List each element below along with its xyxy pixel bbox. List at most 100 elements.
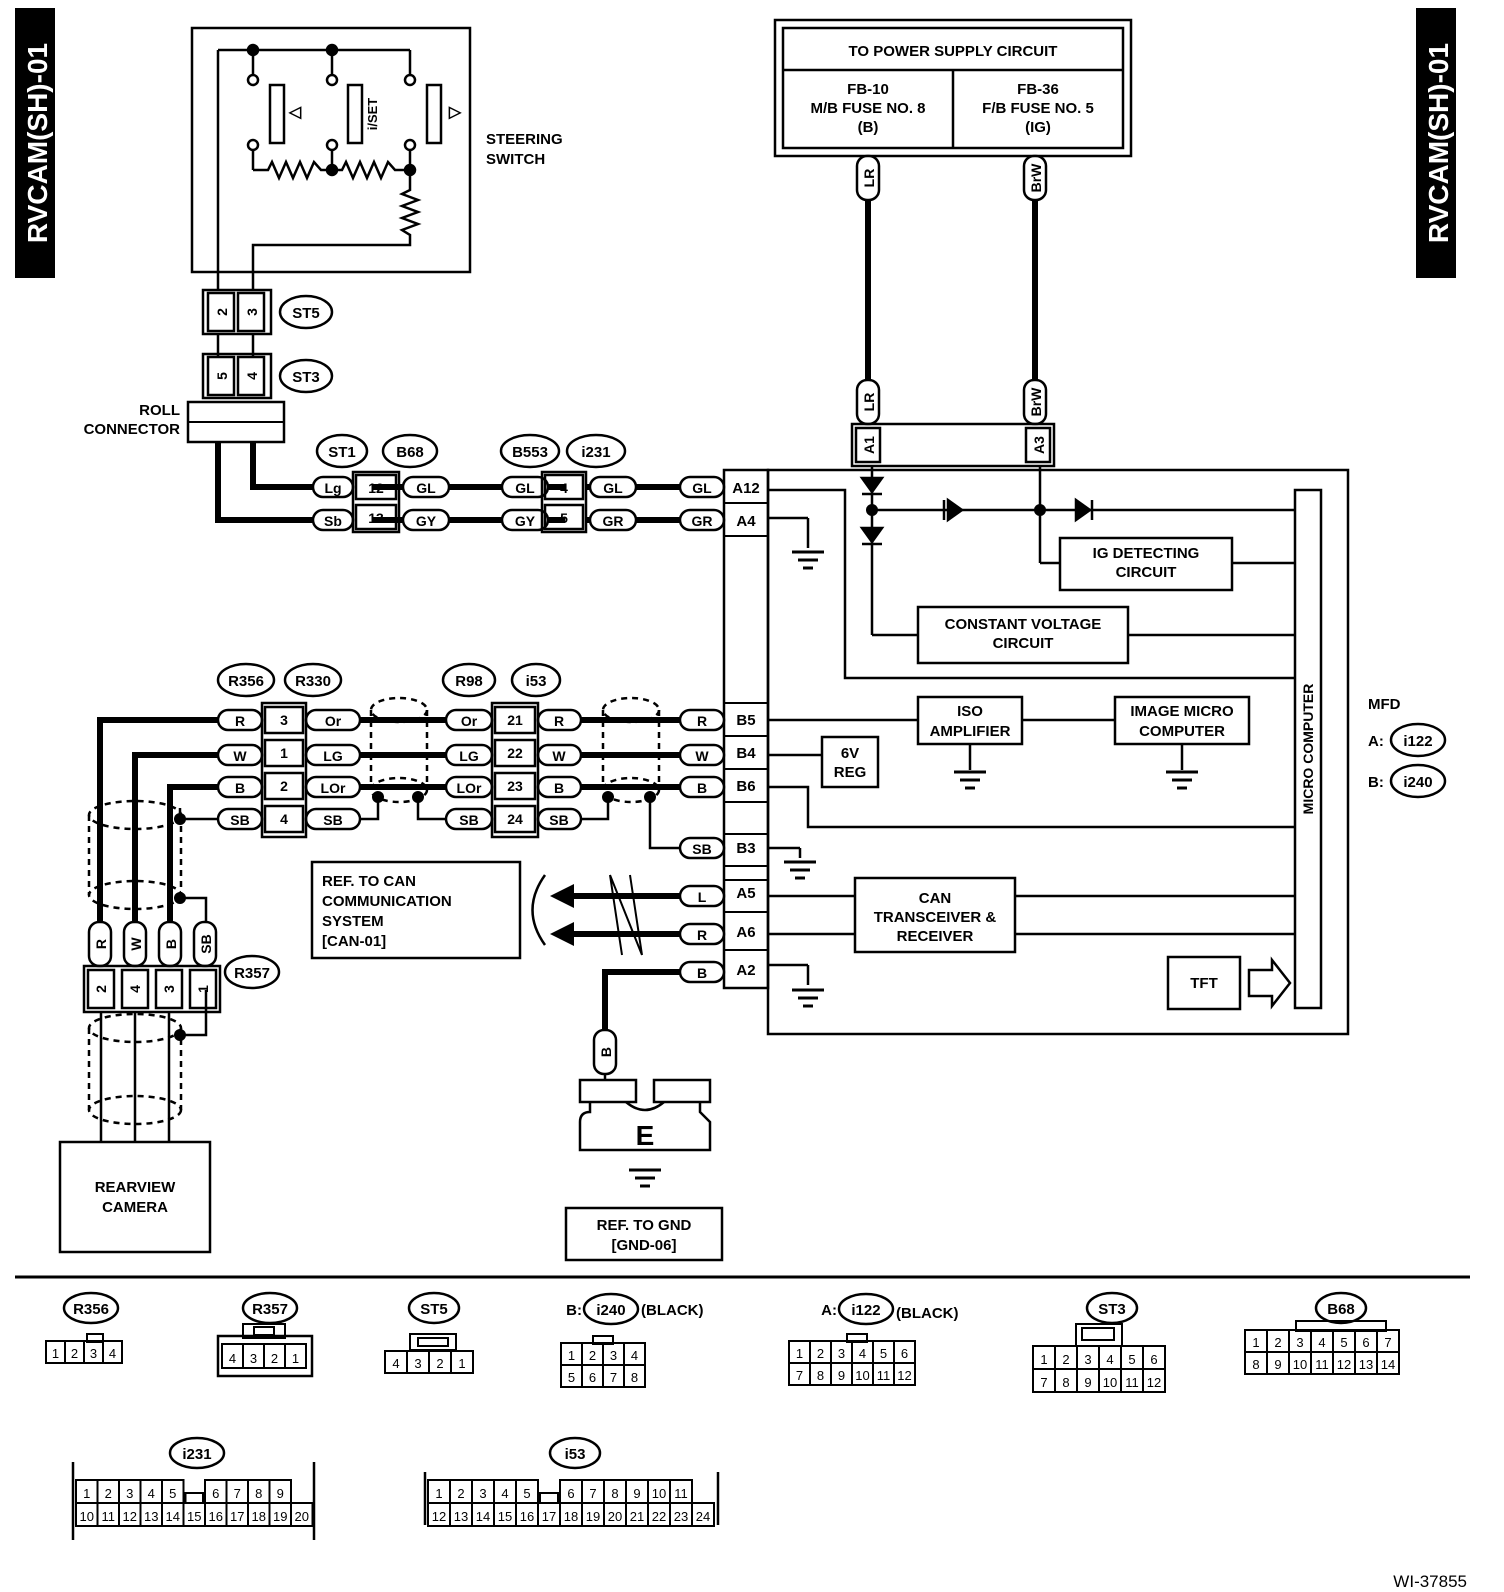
term-a6: A6 (736, 924, 755, 941)
i53-pin: 21 (630, 1509, 644, 1524)
i122-pin: 11 (877, 1368, 891, 1383)
r357-tag-text: R357 (234, 965, 270, 982)
i122-pin: 4 (859, 1346, 866, 1361)
b68-cell (1376, 1351, 1400, 1375)
i53-pin: 4 (501, 1486, 508, 1501)
i231-cell (290, 1502, 314, 1527)
st3-pin: 11 (1125, 1375, 1139, 1390)
r356-cell (102, 1340, 123, 1364)
image-micro-1: IMAGE MICRO (1130, 703, 1234, 720)
r330-connector (260, 701, 308, 839)
svg-text:COMMUNICATION: COMMUNICATION (322, 893, 452, 910)
svg-text:4: 4 (127, 985, 143, 993)
term-a2: A2 (736, 962, 755, 979)
st3-pin-5: 5 (214, 372, 230, 380)
power-supply-box (773, 18, 1133, 158)
roll-connector-label-2: CONNECTOR (84, 421, 181, 438)
mfd-unit (722, 468, 1350, 1036)
steering-switch (190, 26, 472, 290)
st5-key-inner (417, 1337, 449, 1347)
i53-pin: 22 (652, 1509, 666, 1524)
st3-connector (201, 352, 273, 400)
i53-pin: 19 (586, 1509, 600, 1524)
svg-text:i122: i122 (851, 1302, 880, 1319)
i231-pin: 20 (295, 1509, 309, 1524)
i53-pin: 5 (523, 1486, 530, 1501)
i53-pin: 23 (674, 1509, 688, 1524)
tft: TFT (1190, 975, 1218, 992)
power-box-title: TO POWER SUPPLY CIRCUIT (849, 43, 1058, 60)
st5-pin: 2 (436, 1356, 443, 1371)
wire-lr: LR (861, 169, 877, 188)
st3-key-inner (1081, 1327, 1115, 1341)
svg-text:ST3: ST3 (1098, 1301, 1126, 1318)
svg-text:[CAN-01]: [CAN-01] (322, 933, 386, 950)
mfd-label: MFD (1368, 696, 1401, 713)
svg-text:1: 1 (280, 745, 288, 761)
power-right-2: F/B FUSE NO. 5 (982, 100, 1094, 117)
term-b6: B6 (736, 778, 755, 795)
r357-cell (284, 1343, 307, 1369)
svg-text:B: B (163, 939, 179, 949)
svg-text:B: B (554, 780, 564, 796)
r356-pin: 1 (52, 1346, 59, 1361)
i240-pin: 2 (589, 1348, 596, 1363)
i53-pin: 16 (520, 1509, 534, 1524)
st3-pin: 2 (1062, 1352, 1069, 1367)
svg-text:L: L (698, 889, 707, 905)
gnd-e-label: E (636, 1120, 655, 1151)
svg-text:B: B (235, 780, 245, 796)
face-i240-suffix: (BLACK) (641, 1302, 703, 1319)
i122-pin: 2 (817, 1346, 824, 1361)
svg-text:R: R (235, 713, 245, 729)
i231-pin: 11 (102, 1509, 116, 1524)
svg-text:SYSTEM: SYSTEM (322, 913, 384, 930)
i240-pin: 6 (589, 1370, 596, 1385)
i231-pin: 12 (123, 1509, 137, 1524)
svg-text:SB: SB (459, 812, 478, 828)
r357-key-inner (253, 1326, 275, 1336)
svg-text:W: W (128, 937, 144, 951)
term-a12: A12 (732, 480, 760, 497)
st3-pin: 7 (1040, 1375, 1047, 1390)
st5-pin: 3 (414, 1356, 421, 1371)
b68-pin-13: 13 (368, 510, 384, 526)
can-2: TRANSCEIVER & (874, 909, 997, 926)
svg-text:Or: Or (325, 713, 342, 729)
right-tab: RVCAM(SH)-01 (1416, 8, 1456, 278)
i53-pin: 13 (454, 1509, 468, 1524)
face-label-ellipses (62, 1291, 1368, 1470)
i240-pin: 7 (610, 1370, 617, 1385)
i231-pin: 8 (255, 1486, 262, 1501)
face-labels: R356 R357 ST5 i240 i122 ST3 B68 i231 i53 (73, 1301, 1355, 1463)
mfd-top-connector (850, 422, 1056, 468)
b68-pin: 8 (1252, 1357, 1259, 1372)
i53-pin: 14 (476, 1509, 490, 1524)
power-wire-tags (855, 154, 1048, 426)
st3-pin: 10 (1103, 1375, 1117, 1390)
b68-pin: 2 (1274, 1335, 1281, 1350)
i231-connector (540, 470, 588, 534)
term-a5: A5 (736, 885, 755, 902)
st5-pin: 1 (458, 1356, 465, 1371)
figure-id: WI-37855 (1393, 1572, 1467, 1591)
mfd-terminals: A12 A4 B5 B4 B6 B3 A5 A6 A2 (732, 480, 760, 979)
svg-text:3: 3 (161, 985, 177, 993)
svg-text:W: W (233, 748, 247, 764)
r357-pin: 4 (229, 1351, 236, 1366)
i240-pin: 1 (568, 1348, 575, 1363)
camera-label-1: REARVIEW (95, 1179, 176, 1196)
switch-btn-right: ▷ (448, 104, 462, 121)
svg-text:RVCAM(SH)-01: RVCAM(SH)-01 (22, 43, 53, 243)
svg-text:R356: R356 (228, 673, 264, 690)
b68-pin: 6 (1362, 1335, 1369, 1350)
i122-cell (893, 1362, 916, 1386)
i53-connector (490, 701, 540, 839)
wire-brw: BrW (1028, 163, 1044, 193)
i231-pin-5: 5 (560, 510, 568, 526)
st5-cell (450, 1350, 474, 1374)
term-b3: B3 (736, 840, 755, 857)
steering-switch-label-1: STEERING (486, 131, 563, 148)
